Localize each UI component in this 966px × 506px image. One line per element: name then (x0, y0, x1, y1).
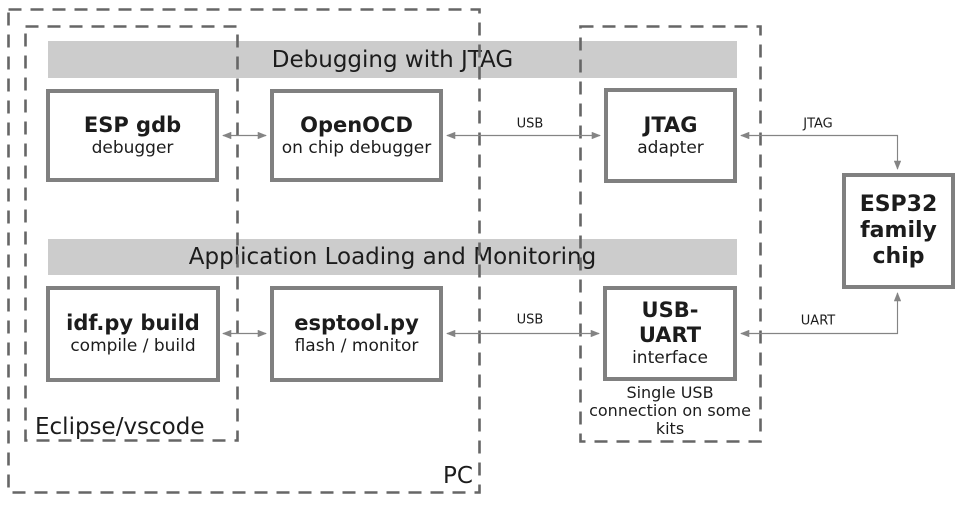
section-header-debugging: Debugging with JTAG (48, 41, 737, 78)
edge-jtagadapter-chip (740, 131, 902, 170)
node-esptool-title: esptool.py (294, 311, 419, 335)
section-header-loading: Application Loading and Monitoring (48, 239, 737, 275)
node-idf-build-title: idf.py build (66, 311, 200, 335)
section-header-debugging-title: Debugging with JTAG (271, 46, 514, 73)
kit-caption-line2: connection on some (589, 401, 751, 420)
node-usb-uart-subtitle: interface (632, 348, 708, 368)
node-esp-gdb-title: ESP gdb (83, 112, 182, 137)
node-openocd: OpenOCD on chip debugger (270, 89, 443, 182)
node-esp32-chip-line3: chip (872, 244, 925, 269)
node-openocd-title: OpenOCD (300, 112, 413, 137)
node-openocd-subtitle: on chip debugger (281, 137, 432, 158)
kit-caption: Single USB connection on some kits (589, 384, 751, 438)
node-esp-gdb-subtitle: debugger (91, 137, 174, 158)
node-jtag-adapter-title: JTAG (643, 112, 698, 137)
node-idf-build-subtitle: compile / build (70, 336, 196, 356)
node-usb-uart-title-line1: USB- (641, 298, 699, 322)
node-esp32-chip: ESP32 family chip (842, 173, 955, 289)
node-esp-gdb: ESP gdb debugger (46, 89, 219, 182)
node-esp32-chip-line2: family (860, 218, 937, 243)
node-idf-build: idf.py build compile / build (46, 286, 220, 382)
section-header-loading-title: Application Loading and Monitoring (188, 244, 597, 270)
node-esptool: esptool.py flash / monitor (270, 286, 443, 382)
node-usb-uart: USB- UART interface (603, 286, 737, 381)
node-esptool-subtitle: flash / monitor (294, 336, 419, 356)
pc-group-label: PC (443, 463, 473, 489)
node-usb-uart-title-line2: UART (638, 323, 702, 347)
edge-label-usb-loading: USB (516, 312, 544, 328)
node-jtag-adapter: JTAG adapter (604, 88, 737, 183)
edge-label-uart: UART (800, 313, 836, 329)
edge-label-usb-debugging: USB (516, 116, 544, 132)
ide-group-label: Eclipse/vscode (35, 414, 205, 440)
edge-label-jtag: JTAG (803, 116, 833, 132)
kit-caption-line3: kits (655, 419, 685, 438)
node-jtag-adapter-subtitle: adapter (637, 137, 704, 158)
kit-caption-line1: Single USB (626, 383, 714, 402)
node-esp32-chip-line1: ESP32 (859, 192, 938, 217)
